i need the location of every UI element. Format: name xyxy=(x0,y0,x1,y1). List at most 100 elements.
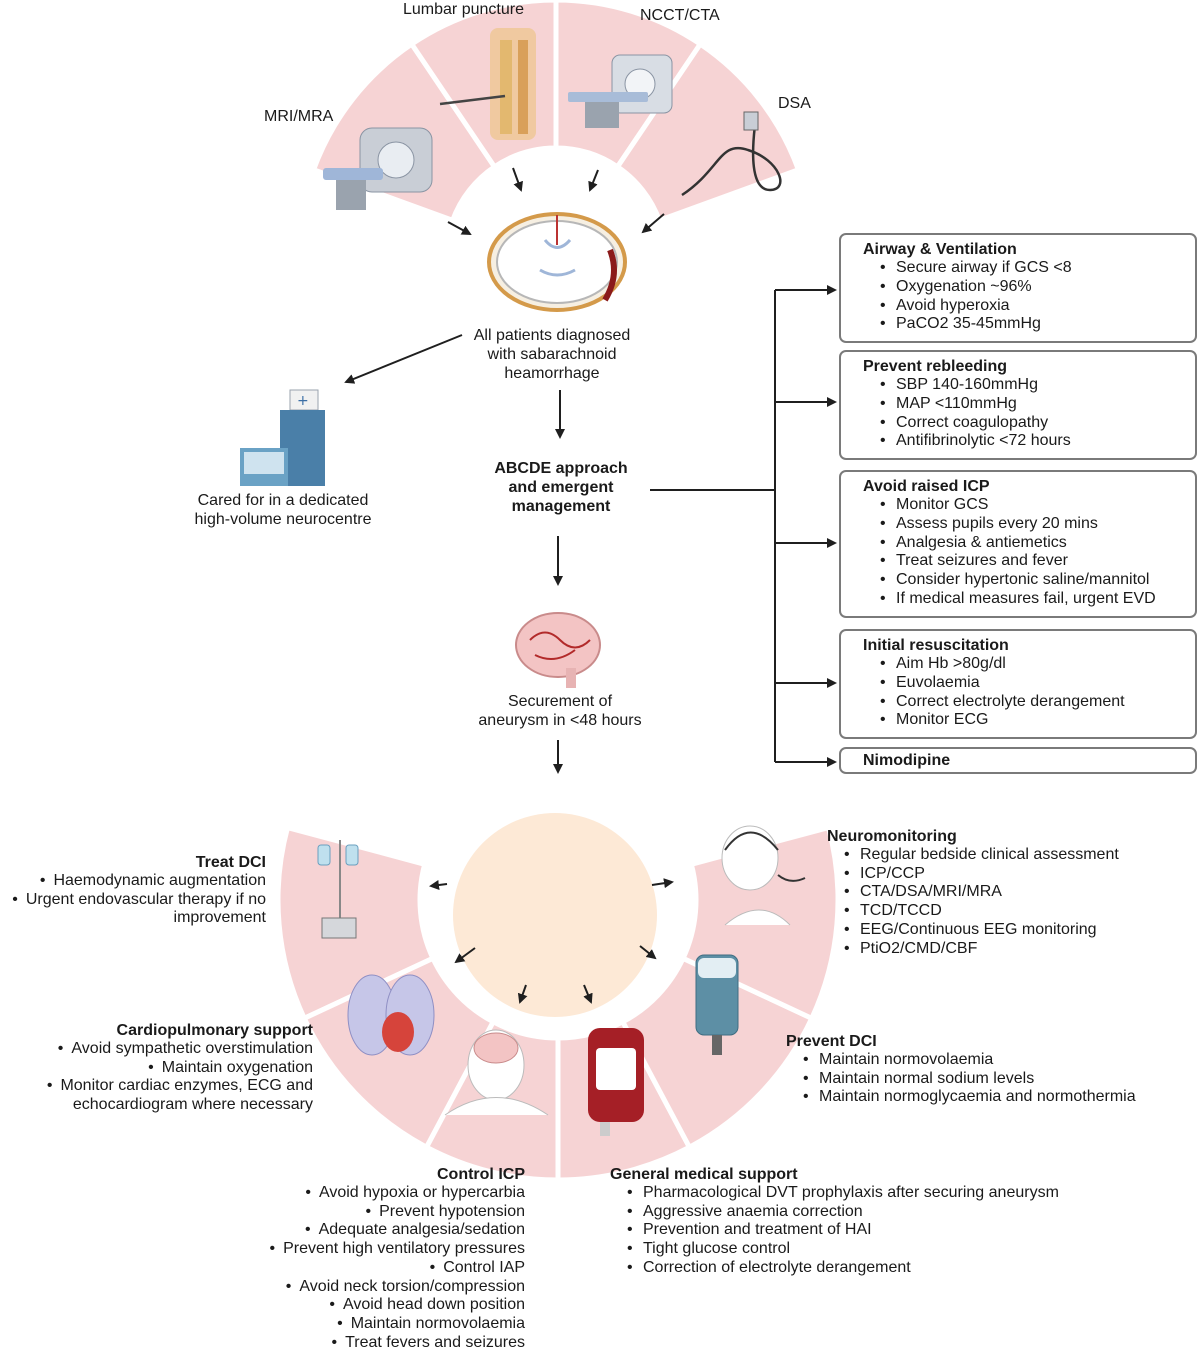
center-circle xyxy=(453,813,657,1017)
list-item: PtiO2/CMD/CBF xyxy=(839,940,1119,959)
arrow-lp-to-brain xyxy=(512,167,523,192)
box-nimodipine: Nimodipine xyxy=(839,747,1197,774)
list-item: Monitor cardiac enzymes, ECG and xyxy=(20,1077,313,1096)
list-item: Monitor ECG xyxy=(875,711,1195,730)
list-item: Maintain normoglycaemia and normothermia xyxy=(798,1088,1136,1107)
list-item: Correct coagulopathy xyxy=(875,414,1195,433)
control-icp-section: Control ICP Avoid hypoxia or hypercarbia… xyxy=(240,1165,525,1352)
general-support-section: General medical support Pharmacological … xyxy=(610,1165,1059,1278)
hospital-icon: + xyxy=(240,389,325,486)
list-item: Avoid neck torsion/compression xyxy=(240,1278,525,1297)
spine-icon xyxy=(439,28,536,140)
list-item: Prevent hypotension xyxy=(240,1203,525,1222)
box-icp-title: Avoid raised ICP xyxy=(863,478,990,495)
saline-bag-icon xyxy=(695,954,739,1055)
arrow-to-neuromon xyxy=(651,878,674,889)
list-item-continued: echocardiogram where necessary xyxy=(72,1096,313,1114)
list-item: Maintain normovolaemia xyxy=(798,1051,1136,1070)
list-item: Secure airway if GCS <8 xyxy=(875,259,1195,278)
list-item: Oxygenation ~96% xyxy=(875,278,1195,297)
head-brain-icon xyxy=(444,1029,549,1116)
arrow-dsa-to-brain xyxy=(641,213,665,234)
list-item: Maintain normovolaemia xyxy=(240,1315,525,1334)
list-item: CTA/DSA/MRI/MRA xyxy=(839,883,1119,902)
list-item: EEG/Continuous EEG monitoring xyxy=(839,921,1119,940)
box-rebleeding-title: Prevent rebleeding xyxy=(863,358,1008,375)
brain-slice-icon xyxy=(487,212,627,312)
list-item: Avoid sympathetic overstimulation xyxy=(20,1040,313,1059)
list-item: Control IAP xyxy=(240,1259,525,1278)
list-item: Tight glucose control xyxy=(622,1240,1059,1259)
list-item: Correct electrolyte derangement xyxy=(875,693,1195,712)
list-item: Consider hypertonic saline/mannitol xyxy=(875,571,1195,590)
list-item: Maintain oxygenation xyxy=(20,1059,313,1078)
neuromonitoring-section: Neuromonitoring Regular bedside clinical… xyxy=(827,827,1119,958)
box-resuscitation: Initial resuscitation Aim Hb >80g/dl Euv… xyxy=(839,629,1197,739)
list-item: Avoid hypoxia or hypercarbia xyxy=(240,1184,525,1203)
list-item: Prevention and treatment of HAI xyxy=(622,1221,1059,1240)
box-nimodipine-title: Nimodipine xyxy=(863,752,951,769)
eeg-head-icon xyxy=(721,825,806,926)
list-item: Monitor GCS xyxy=(875,496,1195,515)
box-resuscitation-title: Initial resuscitation xyxy=(863,637,1009,654)
lungs-heart-icon xyxy=(347,974,435,1056)
list-item: Avoid hyperoxia xyxy=(875,297,1195,316)
box-icp: Avoid raised ICP Monitor GCS Assess pupi… xyxy=(839,470,1197,618)
arrow-to-neurocentre xyxy=(344,334,463,384)
list-item: Analgesia & antiemetics xyxy=(875,534,1195,553)
blood-bag-icon xyxy=(588,1028,644,1136)
list-item: ICP/CCP xyxy=(839,865,1119,884)
list-item: Regular bedside clinical assessment xyxy=(839,846,1119,865)
list-item: Aggressive anaemia correction xyxy=(622,1203,1059,1222)
list-item: If medical measures fail, urgent EVD xyxy=(875,590,1195,609)
arrow-to-cardio xyxy=(454,947,476,964)
list-item: MAP <110mmHg xyxy=(875,395,1195,414)
mri-label: MRI/MRA xyxy=(264,108,334,125)
treat-dci-section: Treat DCI Haemodynamic augmentation Urge… xyxy=(0,853,266,928)
treat-dci-title: Treat DCI xyxy=(195,854,266,871)
list-item: Aim Hb >80g/dl xyxy=(875,655,1195,674)
arrow-mri-to-brain xyxy=(447,221,472,235)
general-support-title: General medical support xyxy=(610,1166,798,1183)
box-rebleeding: Prevent rebleeding SBP 140-160mmHg MAP <… xyxy=(839,350,1197,460)
mri-scanner-icon xyxy=(323,127,433,210)
list-item: Urgent endovascular therapy if no xyxy=(0,891,266,910)
ncct-cta-label: NCCT/CTA xyxy=(640,7,720,24)
list-item: Adequate analgesia/sedation xyxy=(240,1221,525,1240)
lumbar-puncture-label: Lumbar puncture xyxy=(403,1,524,18)
list-item: Correction of electrolyte derangement xyxy=(622,1259,1059,1278)
list-item: Maintain normal sodium levels xyxy=(798,1070,1136,1089)
arrow-to-prevent-dci xyxy=(639,945,657,960)
list-item: Pharmacological DVT prophylaxis after se… xyxy=(622,1184,1059,1203)
flow-arrows xyxy=(344,167,837,1004)
dsa-label: DSA xyxy=(778,95,811,112)
segment-dsa xyxy=(614,40,802,224)
arrow-to-control-icp xyxy=(517,984,528,1004)
list-item: Treat fevers and seizures xyxy=(240,1334,525,1353)
brain-icon xyxy=(515,612,601,688)
list-item: Assess pupils every 20 mins xyxy=(875,515,1195,534)
list-item: Treat seizures and fever xyxy=(875,552,1195,571)
catheter-icon xyxy=(681,111,782,197)
cardio-section: Cardiopulmonary support Avoid sympatheti… xyxy=(20,1021,313,1115)
iv-drip-icon xyxy=(317,840,359,939)
box-airway: Airway & Ventilation Secure airway if GC… xyxy=(839,233,1197,343)
control-icp-title: Control ICP xyxy=(437,1166,525,1183)
list-item-continued: improvement xyxy=(173,909,266,927)
prevent-dci-title: Prevent DCI xyxy=(786,1033,877,1050)
list-item: SBP 140-160mmHg xyxy=(875,376,1195,395)
neuromonitoring-title: Neuromonitoring xyxy=(827,828,957,845)
ct-scanner-icon xyxy=(568,54,673,128)
list-item: Avoid head down position xyxy=(240,1296,525,1315)
list-item: TCD/TCCD xyxy=(839,902,1119,921)
cardio-title: Cardiopulmonary support xyxy=(116,1022,313,1039)
list-item: Haemodynamic augmentation xyxy=(0,872,266,891)
box-airway-title: Airway & Ventilation xyxy=(863,241,1017,258)
list-item: Euvolaemia xyxy=(875,674,1195,693)
prevent-dci-section: Prevent DCI Maintain normovolaemia Maint… xyxy=(786,1032,1136,1107)
arrow-to-general xyxy=(583,984,593,1004)
